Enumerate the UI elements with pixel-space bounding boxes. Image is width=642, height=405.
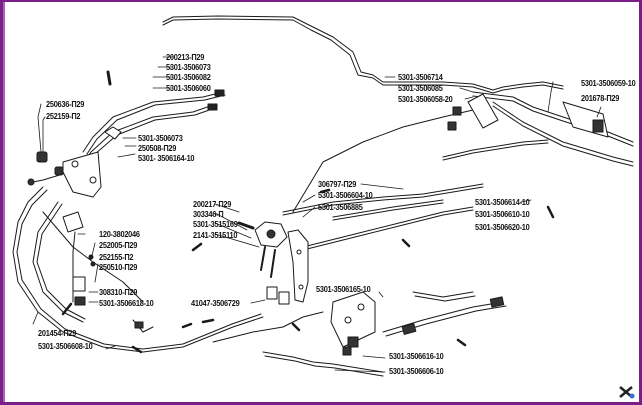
part-label: 200217-П29 [193,199,232,209]
pipe-lower [212,291,507,377]
hose-upper-right [447,91,634,167]
part-label: 5301-3506614-10 [475,197,530,207]
bolts [61,188,555,354]
part-label: 252159-П2 [46,111,81,121]
part-label: 5301-3506082 [166,72,211,82]
part-label: 5301-3506714 [398,72,443,82]
tee-and-valves-left [62,211,154,333]
pipe-top-long [162,15,564,94]
part-label: 120-3802046 [99,229,140,239]
part-label: 5301-3506073 [138,133,183,143]
part-label: 5301-3506618-10 [99,298,154,308]
parts-diagram [12,15,634,377]
part-label: 5301-3506073 [166,62,211,72]
bracket-lower [330,291,376,356]
valve-central [237,221,288,278]
part-label: 5301-3506058-20 [398,94,453,104]
part-label: 250636-П29 [46,99,85,109]
part-label: 250508-П29 [138,143,177,153]
part-label: 306797-П29 [318,179,357,189]
part-label: 252155-П2 [99,252,134,262]
part-label: 5301-3506165-10 [316,284,371,294]
part-label: 2141-3515110 [193,230,238,240]
part-label: 5301-3506885 [318,202,363,212]
part-label: 250510-П29 [99,262,138,272]
corner-logo-icon [619,386,635,399]
part-label: 5301-3506059-10 [581,78,636,88]
part-label: 252005-П29 [99,240,138,250]
bracket-left [36,126,122,198]
part-label: 5301-3506610-10 [475,209,530,219]
part-label: 308310-П29 [99,287,138,297]
part-label: 303346-П [193,209,224,219]
part-label: 5301-3506606-10 [389,366,444,376]
leader-lines [32,56,602,373]
part-label: 201454-П29 [38,328,77,338]
part-label: 201678-П29 [581,93,620,103]
part-label: 5301-3506620-10 [475,222,530,232]
frame-accent [3,2,639,402]
part-label: 200213-П29 [166,52,205,62]
pipe-left-loop [12,173,264,353]
part-label: 5301-3506085 [398,83,443,93]
part-label: 5301-3515169 [193,219,238,229]
part-label: 41047-3506729 [191,298,240,308]
pipe-central [282,109,549,251]
part-label: 5301-3506616-10 [389,351,444,361]
part-label: 5301-3506608-10 [38,341,93,351]
part-label: 5301-3506604-10 [318,190,373,200]
part-label: 5301- 3506164-10 [138,153,195,163]
bracket-central [266,229,309,305]
part-label: 5301-3506060 [166,83,211,93]
